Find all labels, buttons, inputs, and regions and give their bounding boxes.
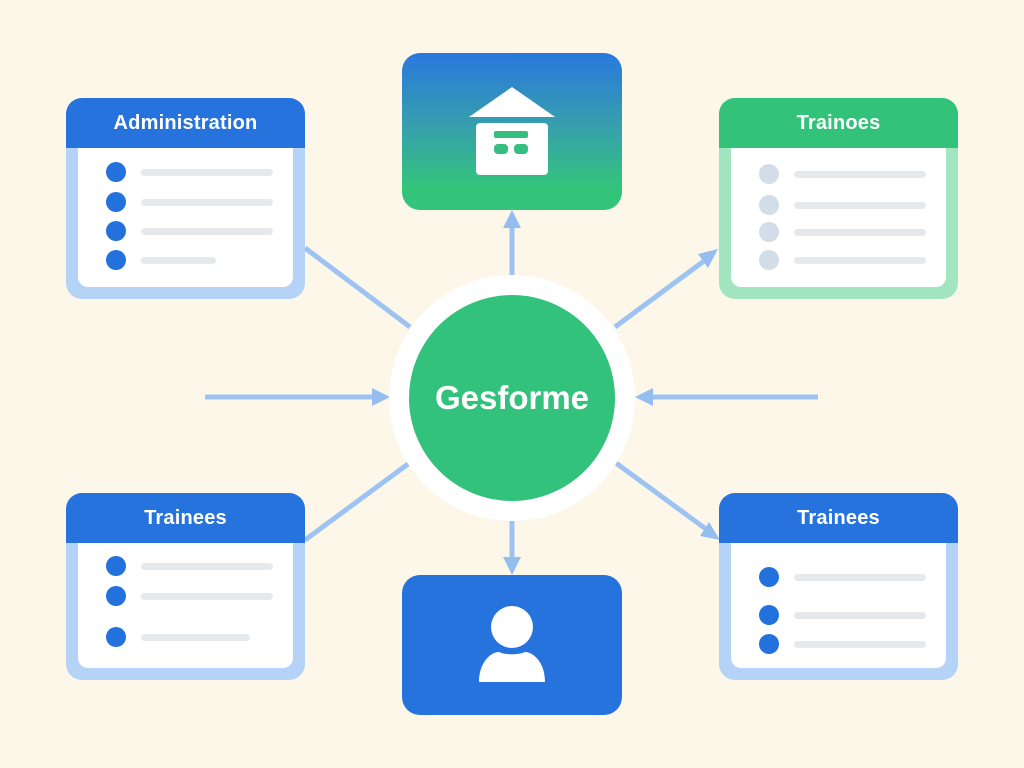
bullet-icon bbox=[106, 162, 126, 182]
list-item bbox=[759, 222, 926, 242]
user-tile[interactable] bbox=[402, 575, 622, 715]
trainoes-card[interactable]: Trainoes bbox=[719, 98, 958, 299]
arrowhead-left-in bbox=[372, 388, 390, 406]
text-placeholder bbox=[141, 592, 273, 600]
arrowhead-down bbox=[503, 557, 521, 575]
hub-label: Gesforme bbox=[434, 379, 590, 416]
user-icon bbox=[479, 606, 545, 682]
card-title: Trainees bbox=[719, 493, 958, 543]
list-item bbox=[106, 192, 273, 212]
list-item bbox=[759, 250, 926, 270]
arrowhead-right-in bbox=[635, 388, 653, 406]
text-placeholder bbox=[141, 256, 216, 264]
connector-hub-trainees-right bbox=[614, 460, 712, 535]
text-placeholder bbox=[141, 562, 273, 570]
card-list bbox=[78, 543, 293, 668]
text-placeholder bbox=[141, 168, 273, 176]
arrowhead-up bbox=[503, 210, 521, 228]
card-title: Trainoes bbox=[719, 98, 958, 148]
building-icon bbox=[469, 86, 555, 175]
card-title: Administration bbox=[66, 98, 305, 148]
list-item bbox=[106, 556, 273, 576]
text-placeholder bbox=[794, 573, 926, 581]
list-item bbox=[759, 567, 926, 587]
trainees-card-right[interactable]: Trainees bbox=[719, 493, 958, 680]
list-item bbox=[759, 605, 926, 625]
card-list bbox=[78, 148, 293, 287]
administration-card[interactable]: Administration bbox=[66, 98, 305, 299]
connector-trainees-left-hub bbox=[303, 461, 410, 543]
bullet-icon bbox=[759, 567, 779, 587]
list-item bbox=[106, 162, 273, 182]
text-placeholder bbox=[794, 611, 926, 619]
connector-admin-hub bbox=[303, 246, 412, 329]
bullet-icon bbox=[759, 634, 779, 654]
bullet-icon bbox=[759, 605, 779, 625]
bullet-icon bbox=[106, 192, 126, 212]
bullet-icon bbox=[106, 627, 126, 647]
list-item bbox=[106, 250, 273, 270]
text-placeholder bbox=[794, 201, 926, 209]
text-placeholder bbox=[141, 198, 273, 206]
building-tile[interactable] bbox=[402, 53, 622, 210]
list-item bbox=[106, 627, 273, 647]
text-placeholder bbox=[794, 640, 926, 648]
bullet-icon bbox=[106, 221, 126, 241]
bullet-icon bbox=[759, 195, 779, 215]
arrowhead-top-right bbox=[698, 249, 718, 268]
connector-hub-trainoes bbox=[613, 255, 710, 330]
bullet-icon bbox=[759, 222, 779, 242]
text-placeholder bbox=[141, 227, 273, 235]
card-title: Trainees bbox=[66, 493, 305, 543]
text-placeholder bbox=[794, 170, 926, 178]
list-item bbox=[106, 586, 273, 606]
text-placeholder bbox=[794, 228, 926, 236]
card-list bbox=[731, 543, 946, 668]
bullet-icon bbox=[759, 164, 779, 184]
bullet-icon bbox=[106, 556, 126, 576]
list-item bbox=[106, 221, 273, 241]
arrowhead-bottom-right bbox=[700, 522, 720, 540]
list-item bbox=[759, 164, 926, 184]
bullet-icon bbox=[759, 250, 779, 270]
text-placeholder bbox=[141, 633, 250, 641]
list-item bbox=[759, 634, 926, 654]
gesforme-hub[interactable]: Gesforme bbox=[409, 295, 615, 501]
list-item bbox=[759, 195, 926, 215]
text-placeholder bbox=[794, 256, 926, 264]
trainees-card-left[interactable]: Trainees bbox=[66, 493, 305, 680]
bullet-icon bbox=[106, 586, 126, 606]
card-list bbox=[731, 148, 946, 287]
bullet-icon bbox=[106, 250, 126, 270]
